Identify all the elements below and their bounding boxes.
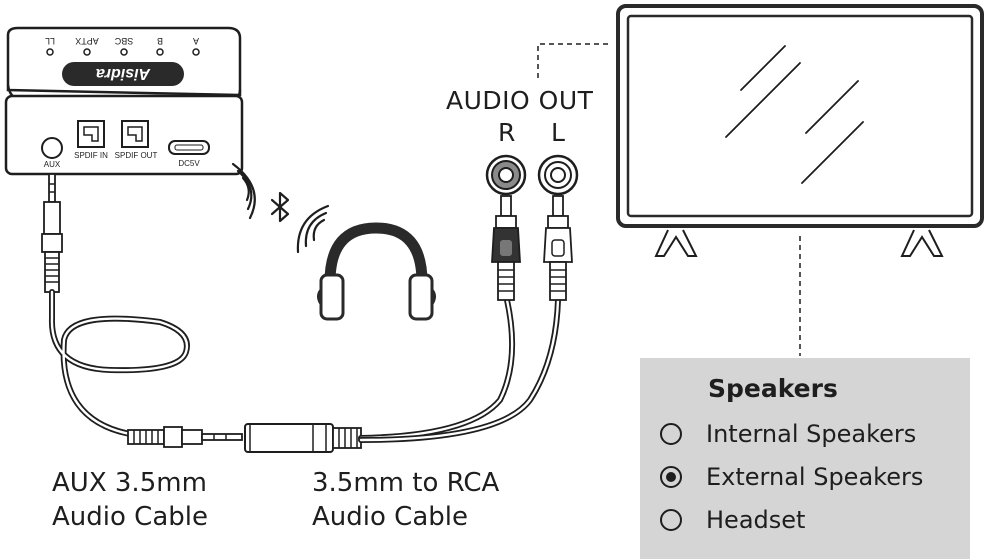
radio-headset[interactable] — [660, 509, 682, 531]
headphones-icon — [317, 222, 436, 321]
speaker-option-headset[interactable]: Headset — [660, 504, 805, 536]
radio-internal-speakers[interactable] — [660, 423, 682, 445]
dashed-leader-lines — [537, 43, 801, 356]
speaker-option-label: Internal Speakers — [706, 420, 917, 448]
rca-left-label: L — [551, 118, 565, 147]
audio-jack-icon — [41, 173, 63, 293]
led-a — [192, 48, 200, 56]
rca-cable — [244, 195, 573, 453]
rca-connector-icon — [491, 195, 521, 301]
brand-badge — [62, 62, 184, 86]
aux-port-label: AUX — [44, 160, 61, 169]
led-ll — [46, 48, 54, 56]
aux-port: AUX — [41, 137, 63, 169]
led-label-aptx: APTX — [75, 36, 99, 46]
speaker-option-internal[interactable]: Internal Speakers — [660, 418, 916, 450]
led-label-sbc: SBC — [114, 36, 133, 46]
speaker-option-external[interactable]: External Speakers — [660, 461, 923, 493]
audio-out-label: AUDIO OUT — [446, 86, 594, 115]
rca-cable-caption-line2: Audio Cable — [312, 502, 468, 532]
radio-external-speakers[interactable] — [660, 466, 682, 488]
speaker-option-label: Headset — [706, 506, 806, 534]
rca-right-label: R — [498, 118, 516, 147]
spdif-out-port: SPDIF OUT — [115, 120, 158, 160]
spdif-in-label: SPDIF IN — [74, 151, 108, 160]
aux-cable-caption-line1: AUX 3.5mm — [52, 468, 207, 498]
bluetooth-transmitter: Aisidra LL APTX SBC B A AUX SPDIF IN — [4, 26, 244, 176]
aux-cable-caption: AUX 3.5mm Audio Cable — [52, 466, 208, 534]
led-sbc — [120, 48, 128, 56]
brand-logo: Aisidra — [96, 65, 151, 82]
speaker-option-label: External Speakers — [706, 463, 924, 491]
led-label-a: A — [193, 36, 199, 46]
bluetooth-icon — [270, 191, 290, 223]
rca-cable-caption: 3.5mm to RCA Audio Cable — [312, 466, 499, 534]
led-label-b: B — [157, 36, 163, 46]
rca-jack-right — [485, 154, 527, 196]
aux-plug-horizontal — [127, 426, 243, 448]
led-aptx — [83, 48, 91, 56]
female-jack-adapter — [244, 423, 334, 453]
rca-connector-icon-white — [543, 195, 573, 301]
spdif-in-port: SPDIF IN — [74, 120, 108, 160]
rca-jack-left — [537, 154, 579, 196]
spdif-out-label: SPDIF OUT — [115, 151, 158, 160]
dc-port-label: DC5V — [178, 159, 200, 168]
speakers-menu: Speakers Internal Speakers External Spea… — [640, 358, 970, 559]
aux-cable-caption-line2: Audio Cable — [52, 502, 208, 532]
speakers-menu-title: Speakers — [708, 374, 838, 403]
wireless-wave-icon — [231, 162, 330, 254]
tv-icon — [616, 4, 984, 257]
led-row: LL APTX SBC B A — [45, 36, 200, 56]
dc-port: DC5V — [168, 140, 210, 168]
rca-cable-caption-line1: 3.5mm to RCA — [312, 468, 500, 498]
aux-cable — [41, 173, 243, 448]
led-b — [156, 48, 164, 56]
led-label-ll: LL — [45, 36, 55, 46]
